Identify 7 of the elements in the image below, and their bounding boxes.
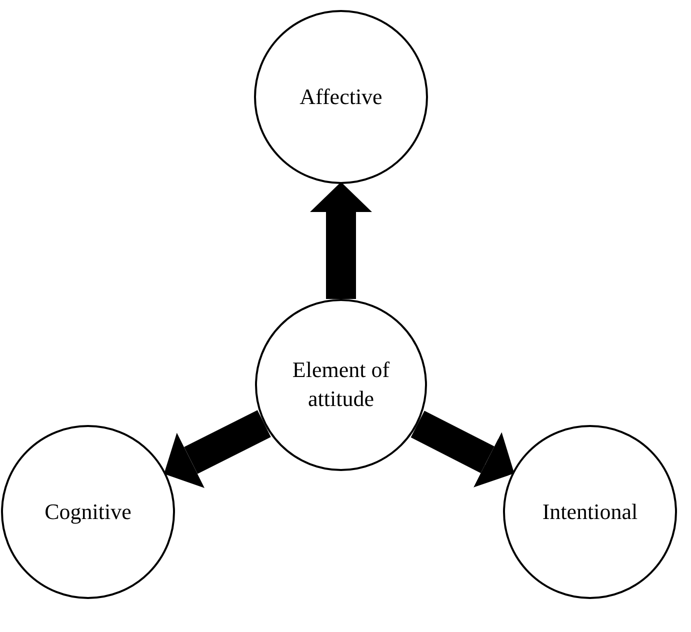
node-label: Cognitive [44, 498, 132, 526]
node-label: Element of attitude [291, 356, 391, 413]
block-arrow [164, 410, 271, 488]
block-arrow [310, 182, 372, 299]
block-arrow [410, 410, 514, 488]
node-label: Affective [300, 82, 382, 111]
node-label: Intentional [542, 498, 638, 526]
